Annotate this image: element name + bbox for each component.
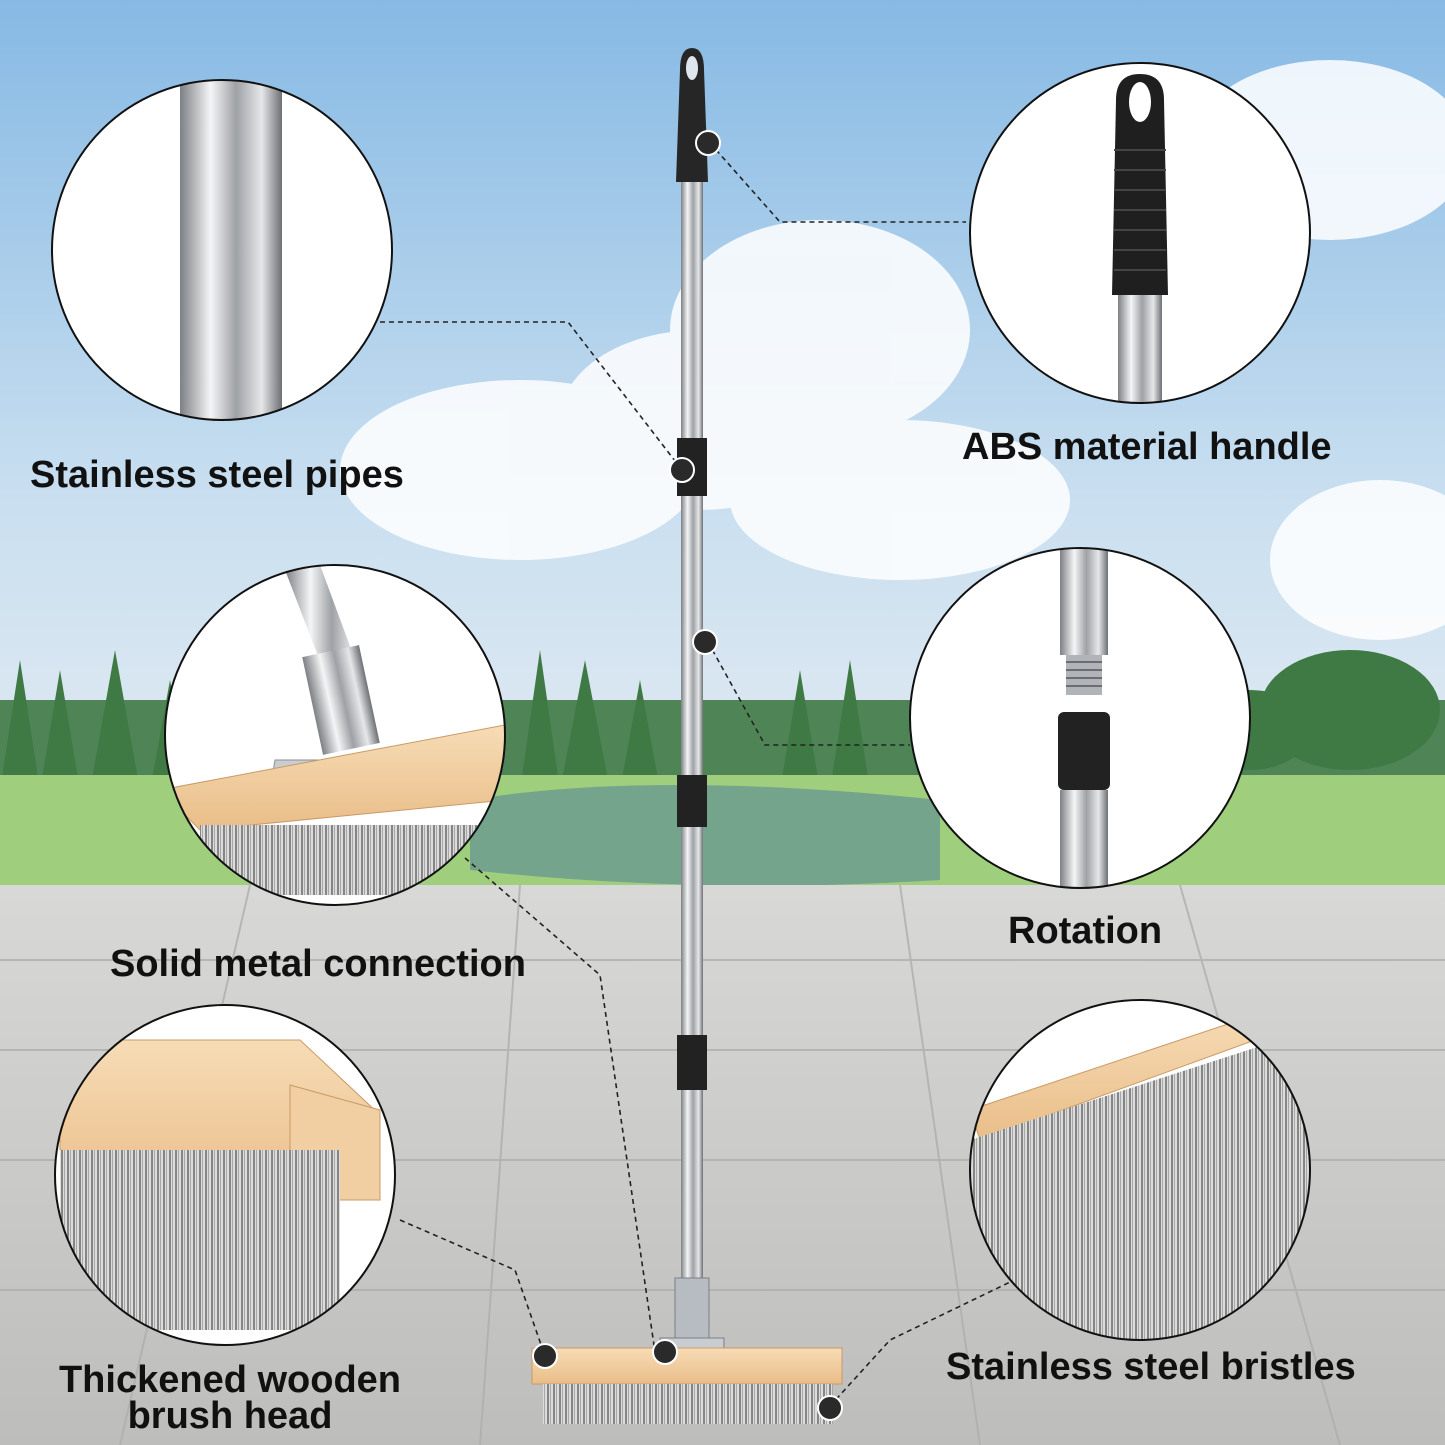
callout-lines — [380, 142, 1036, 1407]
detail-circle-pipes — [51, 79, 393, 421]
label-abs-material-handle: ABS material handle — [962, 426, 1332, 468]
label-rotation: Rotation — [1008, 910, 1163, 952]
detail-circle-connection — [164, 564, 506, 906]
detail-circle-rotation — [909, 547, 1251, 889]
label-solid-metal-connection: Solid metal connection — [110, 943, 526, 985]
label-brush-head-line1: Thickened wooden — [58, 1359, 402, 1401]
label-stainless-steel-pipes: Stainless steel pipes — [30, 454, 404, 496]
callout-dots — [532, 130, 843, 1421]
broom-product — [531, 48, 843, 1424]
detail-circle-handle — [969, 62, 1311, 404]
label-brush-head-line2: brush head — [127, 1395, 333, 1437]
detail-circle-brush-head — [54, 1004, 396, 1346]
detail-circle-bristles — [969, 999, 1311, 1341]
label-thickened-wooden-brush-head: Thickened wooden brush head — [45, 1359, 415, 1437]
label-stainless-steel-bristles: Stainless steel bristles — [946, 1346, 1356, 1388]
